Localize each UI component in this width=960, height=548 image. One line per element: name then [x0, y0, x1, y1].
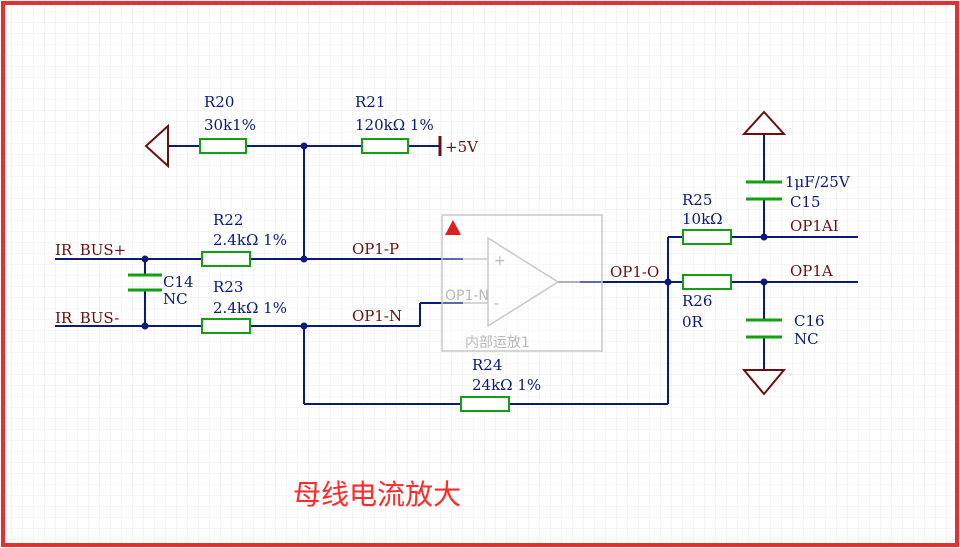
junction-dot [300, 142, 308, 150]
net-label-op1-p: OP1-P [352, 240, 399, 258]
opamp-minus-sign: - [494, 296, 499, 312]
net-label-op1-o: OP1-O [610, 263, 659, 281]
r25-value: 10kΩ [682, 210, 723, 228]
junction-dot [760, 278, 768, 286]
junction-dots [141, 142, 768, 330]
r22-ref: R22 [213, 211, 243, 229]
ground-symbol-left [144, 123, 169, 169]
net-label-op1-n: OP1-N [352, 307, 402, 325]
resistor-r24[interactable]: R24 24kΩ 1% [460, 356, 541, 412]
r25-ref: R25 [682, 191, 712, 209]
c15-ref: C15 [790, 193, 821, 211]
r20-ref: R20 [204, 93, 234, 111]
power-port-label: +5V [445, 138, 479, 156]
ground-symbol-top [741, 110, 787, 135]
junction-dot [141, 255, 149, 263]
opamp-op1[interactable]: + - OP1-N 内部运放1 [441, 214, 603, 352]
r23-ref: R23 [213, 278, 243, 296]
r26-value: 0R [682, 313, 704, 331]
r24-ref: R24 [472, 356, 502, 374]
junction-dot [300, 255, 308, 263]
junction-dot [300, 322, 308, 330]
resistor-r21[interactable]: R21 120kΩ 1% [355, 93, 434, 154]
schematic-title: 母线电流放大 [293, 478, 461, 511]
junction-dot [760, 233, 768, 241]
resistor-r26[interactable]: R26 0R [682, 274, 732, 331]
net-label-ir-bus-minus: IR_BUS- [55, 309, 119, 327]
r26-ref: R26 [682, 292, 712, 310]
resistor-r25[interactable]: R25 10kΩ [682, 191, 732, 245]
opamp-name: 内部运放1 [465, 335, 530, 351]
net-label-ir-bus-plus: IR_BUS+ [55, 241, 126, 259]
resistor-r23[interactable]: R23 2.4kΩ 1% [201, 278, 287, 334]
r24-value: 24kΩ 1% [472, 376, 541, 394]
r21-ref: R21 [355, 93, 385, 111]
power-port-5v: +5V [438, 136, 479, 156]
opamp-plus-sign: + [494, 253, 506, 269]
resistor-r22[interactable]: R22 2.4kΩ 1% [201, 211, 287, 267]
capacitor-c14[interactable]: C14 NC [128, 273, 194, 308]
net-label-op1ai: OP1AI [790, 217, 839, 235]
capacitor-c15[interactable]: 1μF/25V C15 [746, 173, 851, 211]
opamp-pin-n-label: OP1-N [445, 288, 489, 304]
c16-ref: C16 [794, 312, 825, 330]
r21-value: 120kΩ 1% [355, 116, 434, 134]
r22-value: 2.4kΩ 1% [213, 231, 287, 249]
opamp-body [441, 214, 603, 352]
capacitor-c16[interactable]: C16 NC [746, 312, 825, 348]
resistor-r20[interactable]: R20 30k1% [199, 93, 256, 154]
net-label-op1a: OP1A [790, 262, 833, 280]
r20-value: 30k1% [204, 116, 256, 134]
junction-dot [141, 322, 149, 330]
opamp-warning-icon [445, 220, 461, 235]
c15-value: 1μF/25V [785, 173, 851, 191]
ground-symbol-bottom [741, 369, 787, 396]
opamp-triangle [487, 236, 560, 328]
c16-value: NC [794, 330, 819, 348]
r23-value: 2.4kΩ 1% [213, 299, 287, 317]
c14-value: NC [163, 290, 188, 308]
c14-ref: C14 [163, 273, 194, 291]
junction-dot [664, 278, 672, 286]
